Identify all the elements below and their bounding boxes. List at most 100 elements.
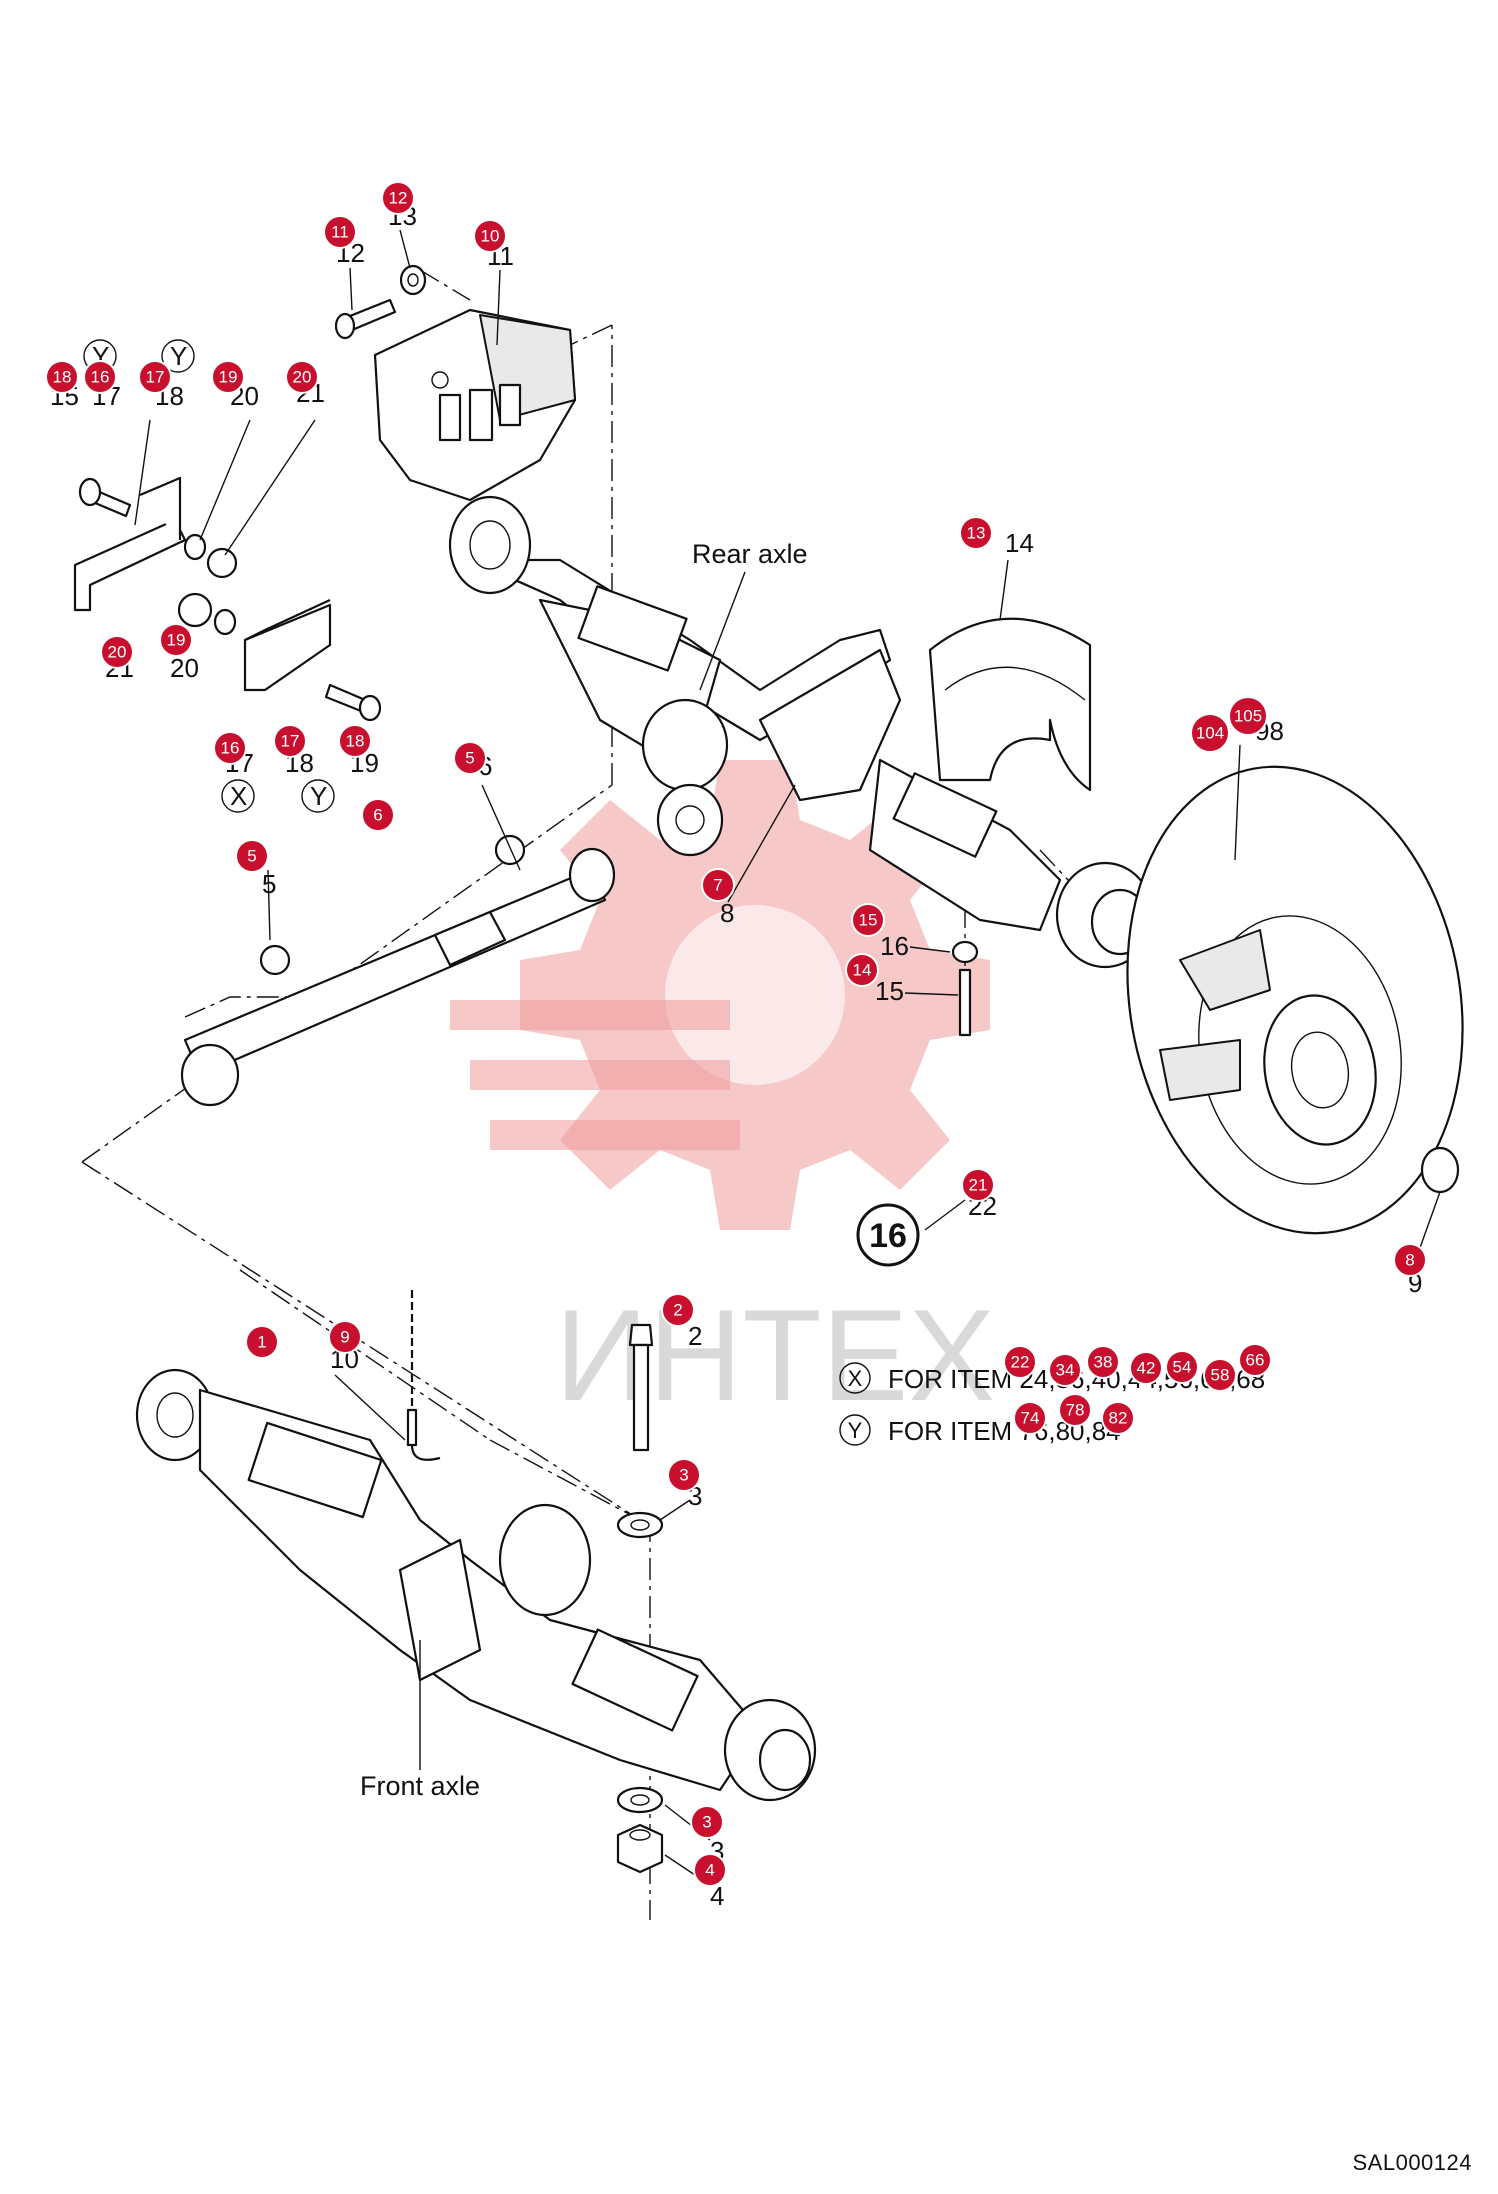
svg-text:5: 5 xyxy=(465,749,474,768)
bolt-center xyxy=(951,940,979,1037)
rear-axle xyxy=(448,495,1155,969)
callout-18-lower[interactable]: 18 xyxy=(338,724,372,758)
symbol-y3-ring xyxy=(301,779,335,813)
nut-upper xyxy=(206,547,238,579)
callout-105[interactable]: 105 xyxy=(1228,696,1268,736)
callout-14[interactable]: 14 xyxy=(845,953,879,987)
callout-5-upper[interactable]: 5 xyxy=(453,741,487,775)
callout-78[interactable]: 78 xyxy=(1058,1393,1092,1427)
svg-text:21: 21 xyxy=(969,1176,988,1195)
callout-58[interactable]: 58 xyxy=(1203,1358,1237,1392)
svg-text:14: 14 xyxy=(853,961,872,980)
callout-16-lower[interactable]: 16 xyxy=(213,731,247,765)
callout-15[interactable]: 15 xyxy=(851,903,885,937)
legend-y-symbol xyxy=(839,1414,871,1446)
svg-text:9: 9 xyxy=(340,1328,349,1347)
svg-text:17: 17 xyxy=(281,732,300,751)
callout-17-upper[interactable]: 17 xyxy=(138,360,172,394)
callout-11[interactable]: 11 xyxy=(323,215,357,249)
label-y3: Y xyxy=(310,781,327,811)
svg-text:34: 34 xyxy=(1056,1361,1075,1380)
svg-text:38: 38 xyxy=(1094,1353,1113,1372)
callouts[interactable]: 12 11 10 18 16 17 19 20 13 20 19 16 17 1… xyxy=(45,181,1427,1887)
svg-text:20: 20 xyxy=(293,368,312,387)
callout-54[interactable]: 54 xyxy=(1165,1350,1199,1384)
nut-shaft-lower xyxy=(259,944,291,976)
washer-12 xyxy=(399,264,427,296)
svg-text:16: 16 xyxy=(91,368,110,387)
svg-text:16: 16 xyxy=(221,739,240,758)
callout-6[interactable]: 6 xyxy=(361,798,395,832)
hydraulic-motor xyxy=(373,308,577,502)
washer-upper xyxy=(183,533,207,561)
callout-4[interactable]: 4 xyxy=(693,1853,727,1887)
callout-2[interactable]: 2 xyxy=(661,1293,695,1327)
front-axle-caption: Front axle xyxy=(360,1771,480,1801)
callout-9[interactable]: 9 xyxy=(328,1320,362,1354)
callout-38[interactable]: 38 xyxy=(1086,1345,1120,1379)
svg-text:22: 22 xyxy=(1011,1353,1030,1372)
callout-19-lower[interactable]: 19 xyxy=(159,623,193,657)
callout-10[interactable]: 10 xyxy=(473,219,507,253)
symbol-16: 16 xyxy=(856,1203,920,1267)
callout-20-upper[interactable]: 20 xyxy=(285,360,319,394)
callout-22[interactable]: 22 xyxy=(1003,1345,1037,1379)
svg-text:82: 82 xyxy=(1109,1409,1128,1428)
callout-3-upper[interactable]: 3 xyxy=(667,1458,701,1492)
label-2: 2 xyxy=(688,1321,702,1351)
callout-8[interactable]: 8 xyxy=(1393,1243,1427,1277)
label-4: 4 xyxy=(710,1881,724,1911)
callout-104[interactable]: 104 xyxy=(1190,713,1230,753)
svg-text:3: 3 xyxy=(702,1813,711,1832)
svg-text:105: 105 xyxy=(1234,707,1262,726)
nut-shaft-upper xyxy=(494,834,526,866)
label-14: 14 xyxy=(1005,528,1034,558)
label-y2: Y xyxy=(170,341,187,371)
callout-66[interactable]: 66 xyxy=(1238,1343,1272,1377)
svg-text:54: 54 xyxy=(1173,1358,1192,1377)
svg-text:5: 5 xyxy=(247,847,256,866)
callout-17-lower[interactable]: 17 xyxy=(273,724,307,758)
svg-text:8: 8 xyxy=(1405,1251,1414,1270)
label-16: 16 xyxy=(880,931,909,961)
watermark-gear-logo xyxy=(450,760,990,1230)
rear-axle-caption: Rear axle xyxy=(692,539,808,569)
svg-text:3: 3 xyxy=(679,1466,688,1485)
callout-13[interactable]: 13 xyxy=(959,516,993,550)
legend-x-letter: X xyxy=(848,1366,863,1391)
label-x1: X xyxy=(230,781,247,811)
symbol-x1-ring xyxy=(221,779,255,813)
svg-text:7: 7 xyxy=(713,876,722,895)
bolt-2 xyxy=(628,1323,654,1452)
front-axle xyxy=(135,1368,817,1802)
callout-5-lower[interactable]: 5 xyxy=(235,839,269,873)
callout-19-upper[interactable]: 19 xyxy=(211,360,245,394)
callout-34[interactable]: 34 xyxy=(1048,1353,1082,1387)
bracket-lower xyxy=(243,599,332,692)
callout-16-upper[interactable]: 16 xyxy=(83,360,117,394)
callout-42[interactable]: 42 xyxy=(1129,1351,1163,1385)
callout-21[interactable]: 21 xyxy=(961,1168,995,1202)
legend-y-letter: Y xyxy=(848,1418,863,1443)
svg-text:20: 20 xyxy=(108,643,127,662)
svg-text:12: 12 xyxy=(389,189,408,208)
reference-code: SAL000124 xyxy=(1352,2150,1472,2175)
callout-74[interactable]: 74 xyxy=(1013,1401,1047,1435)
symbol-y2-ring xyxy=(161,339,195,373)
callout-18-upper[interactable]: 18 xyxy=(45,360,79,394)
svg-text:78: 78 xyxy=(1066,1401,1085,1420)
callout-20-lower[interactable]: 20 xyxy=(100,635,134,669)
svg-text:10: 10 xyxy=(481,227,500,246)
callout-12[interactable]: 12 xyxy=(381,181,415,215)
callout-1[interactable]: 1 xyxy=(245,1325,279,1359)
callout-3-lower[interactable]: 3 xyxy=(690,1805,724,1839)
nut-4 xyxy=(616,1823,664,1874)
legend-x-symbol xyxy=(839,1362,871,1394)
leader-lines xyxy=(134,229,1441,1886)
svg-text:104: 104 xyxy=(1196,724,1224,743)
callout-82[interactable]: 82 xyxy=(1101,1401,1135,1435)
hydraulic-hose xyxy=(406,1290,441,1461)
rear-axle-leader xyxy=(699,571,746,691)
bolt-upper xyxy=(78,477,132,518)
callout-7[interactable]: 7 xyxy=(701,868,735,902)
